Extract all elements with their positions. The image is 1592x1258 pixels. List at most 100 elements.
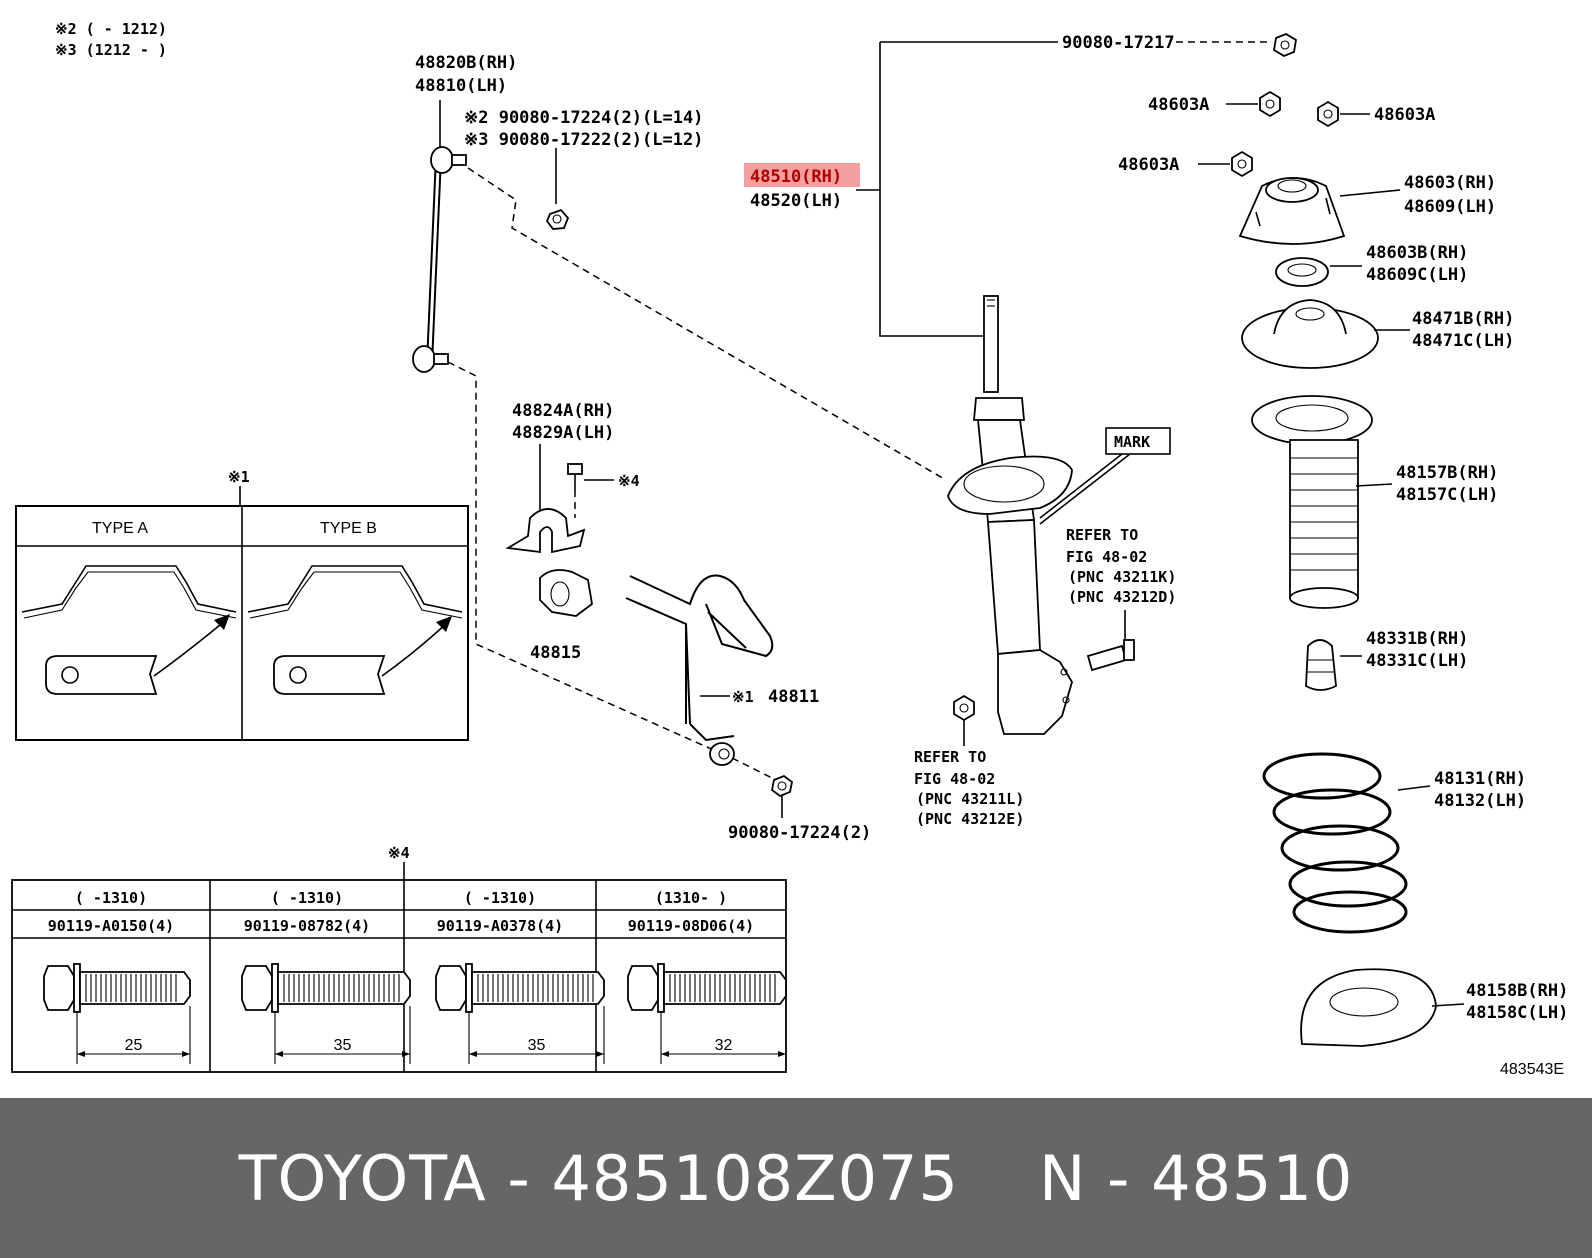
coil-spring-icon: [1262, 752, 1408, 934]
label-bearing-lh: 48609C(LH): [1366, 265, 1468, 285]
bushing-icon: [539, 569, 593, 617]
bolt-part-3: 90119-A0378(4): [437, 917, 563, 935]
bolt-shaft-icon: [79, 971, 191, 1005]
label-bracket-lh: 48829A(LH): [512, 423, 614, 443]
refer2-line3: (PNC 43211L): [916, 790, 1024, 808]
label-nut-a1: 48603A: [1148, 95, 1209, 115]
bolt-length-3: 35: [528, 1037, 546, 1054]
lower-seat-icon: [1300, 968, 1437, 1047]
label-seat-upper-rh: 48471B(RH): [1412, 309, 1514, 329]
bottom-nut-icon: [771, 774, 793, 798]
type-b-drawing: [247, 565, 463, 695]
link-nut-icon: [545, 208, 570, 230]
stabilizer-link: [412, 100, 467, 373]
bolt-part-2: 90119-08782(4): [244, 917, 370, 935]
type-box-marker: ※1: [228, 468, 250, 486]
bolt-period-1: ( -1310): [75, 889, 147, 907]
label-absorber-lh: 48520(LH): [750, 191, 842, 211]
label-bearing-rh: 48603B(RH): [1366, 243, 1468, 263]
label-spring-rh: 48131(RH): [1434, 769, 1526, 789]
knuckle-bolt-icon: [1086, 610, 1135, 672]
label-nut-l14: ※2 90080-17224(2)(L=14): [464, 108, 703, 128]
label-bumper-rh: 48331B(RH): [1366, 629, 1468, 649]
label-spring-lh: 48132(LH): [1434, 791, 1526, 811]
bracket-icon: [505, 508, 586, 554]
refer1-line2: FIG 48-02: [1066, 548, 1147, 566]
dim-arrow-right-icon: [182, 1051, 190, 1057]
refer2-line4: (PNC 43212E): [916, 810, 1024, 828]
bump-stopper-icon: [1305, 639, 1337, 691]
label-boot-rh: 48157B(RH): [1396, 463, 1498, 483]
label-bottom-nut: 90080-17224(2): [728, 823, 871, 843]
label-boot-lh: 48157C(LH): [1396, 485, 1498, 505]
label-mark: MARK: [1114, 433, 1150, 451]
label-nut-a3: 48603A: [1118, 155, 1179, 175]
label-nut-a2: 48603A: [1374, 105, 1435, 125]
bolt-head-icon: [241, 965, 273, 1011]
banner-part-number: TOYOTA - 485108Z075: [238, 1141, 959, 1215]
label-seat-lower-rh: 48158B(RH): [1466, 981, 1568, 1001]
label-stab-bar: 48811: [768, 687, 819, 707]
mount-nut-a1-icon: [1259, 90, 1281, 118]
bolt-period-3: ( -1310): [464, 889, 536, 907]
figure-id: 483543E: [1500, 1061, 1564, 1078]
bolt-head-icon: [435, 965, 467, 1011]
upper-seat-icon: [1241, 299, 1379, 369]
label-support-rh: 48603(RH): [1404, 173, 1496, 193]
dim-arrow-left-icon: [77, 1051, 85, 1057]
label-stab-link-lh: 48810(LH): [415, 76, 507, 96]
label-absorber-rh: 48510(RH): [750, 167, 842, 187]
bolt-part-1: 90119-A0150(4): [48, 917, 174, 935]
label-stab-link-rh: 48820B(RH): [415, 53, 517, 73]
type-a-drawing: [21, 565, 237, 695]
footer-banner: TOYOTA - 485108Z075 N - 48510: [0, 1098, 1592, 1258]
dim-arrow-left-icon: [469, 1051, 477, 1057]
mount-nut-a3-icon: [1231, 150, 1253, 178]
type-b-label: TYPE B: [320, 520, 377, 537]
type-a-label: TYPE A: [92, 520, 148, 537]
bolt-part-4: 90119-08D06(4): [628, 917, 754, 935]
note-3: ※3 (1212 - ): [55, 41, 167, 59]
bolt-length-1: 25: [125, 1037, 143, 1054]
dim-arrow-right-icon: [778, 1051, 786, 1057]
bolt-head-icon: [627, 965, 659, 1011]
bolt-head-icon: [43, 965, 75, 1011]
top-nut-icon: [1273, 32, 1297, 58]
bearing-icon: [1275, 257, 1329, 287]
note-2: ※2 ( - 1212): [55, 20, 167, 38]
bolt-period-2: ( -1310): [271, 889, 343, 907]
bumper-boot-icon: [1251, 395, 1373, 609]
label-nut-l12: ※3 90080-17222(2)(L=12): [464, 130, 703, 150]
dim-arrow-right-icon: [402, 1051, 410, 1057]
label-bolt-ref: ※4: [618, 472, 640, 490]
label-bushing: 48815: [530, 643, 581, 663]
label-top-nut: 90080-17217: [1062, 33, 1175, 53]
label-bumper-lh: 48331C(LH): [1366, 651, 1468, 671]
label-bracket-rh: 48824A(RH): [512, 401, 614, 421]
parts-diagram: ※2 ( - 1212) ※3 (1212 - ) 48820B(RH) 488…: [11, 20, 1568, 1078]
bracket-bolt-icon: [567, 463, 583, 518]
refer1-line4: (PNC 43212D): [1068, 588, 1176, 606]
bolt-table: [11, 879, 787, 1073]
mark-tag: MARK: [1039, 427, 1171, 525]
dim-arrow-left-icon: [661, 1051, 669, 1057]
refer1-line1: REFER TO: [1066, 526, 1138, 544]
knuckle-nut-icon: [953, 694, 975, 722]
stabilizer-bar-icon: [625, 574, 774, 766]
refer1-line3: (PNC 43211K): [1068, 568, 1176, 586]
bolt-table-cells: ( -1310) 90119-A0150(4) 25 ( -1310) 90119-08…: [43, 889, 787, 1064]
bolt-period-4: (1310- ): [655, 889, 727, 907]
strut-support-icon: [1238, 177, 1346, 245]
label-support-lh: 48609(LH): [1404, 197, 1496, 217]
bolt-length-4: 32: [715, 1037, 733, 1054]
bolt-table-marker: ※4: [388, 844, 410, 862]
refer2-line2: FIG 48-02: [914, 770, 995, 788]
bolt-length-2: 35: [334, 1037, 352, 1054]
mount-nut-a2-icon: [1317, 100, 1339, 128]
banner-ref-number: N - 48510: [1038, 1141, 1354, 1215]
dim-arrow-left-icon: [275, 1051, 283, 1057]
label-seat-lower-lh: 48158C(LH): [1466, 1003, 1568, 1023]
label-seat-upper-lh: 48471C(LH): [1412, 331, 1514, 351]
dim-arrow-right-icon: [596, 1051, 604, 1057]
refer2-line1: REFER TO: [914, 748, 986, 766]
